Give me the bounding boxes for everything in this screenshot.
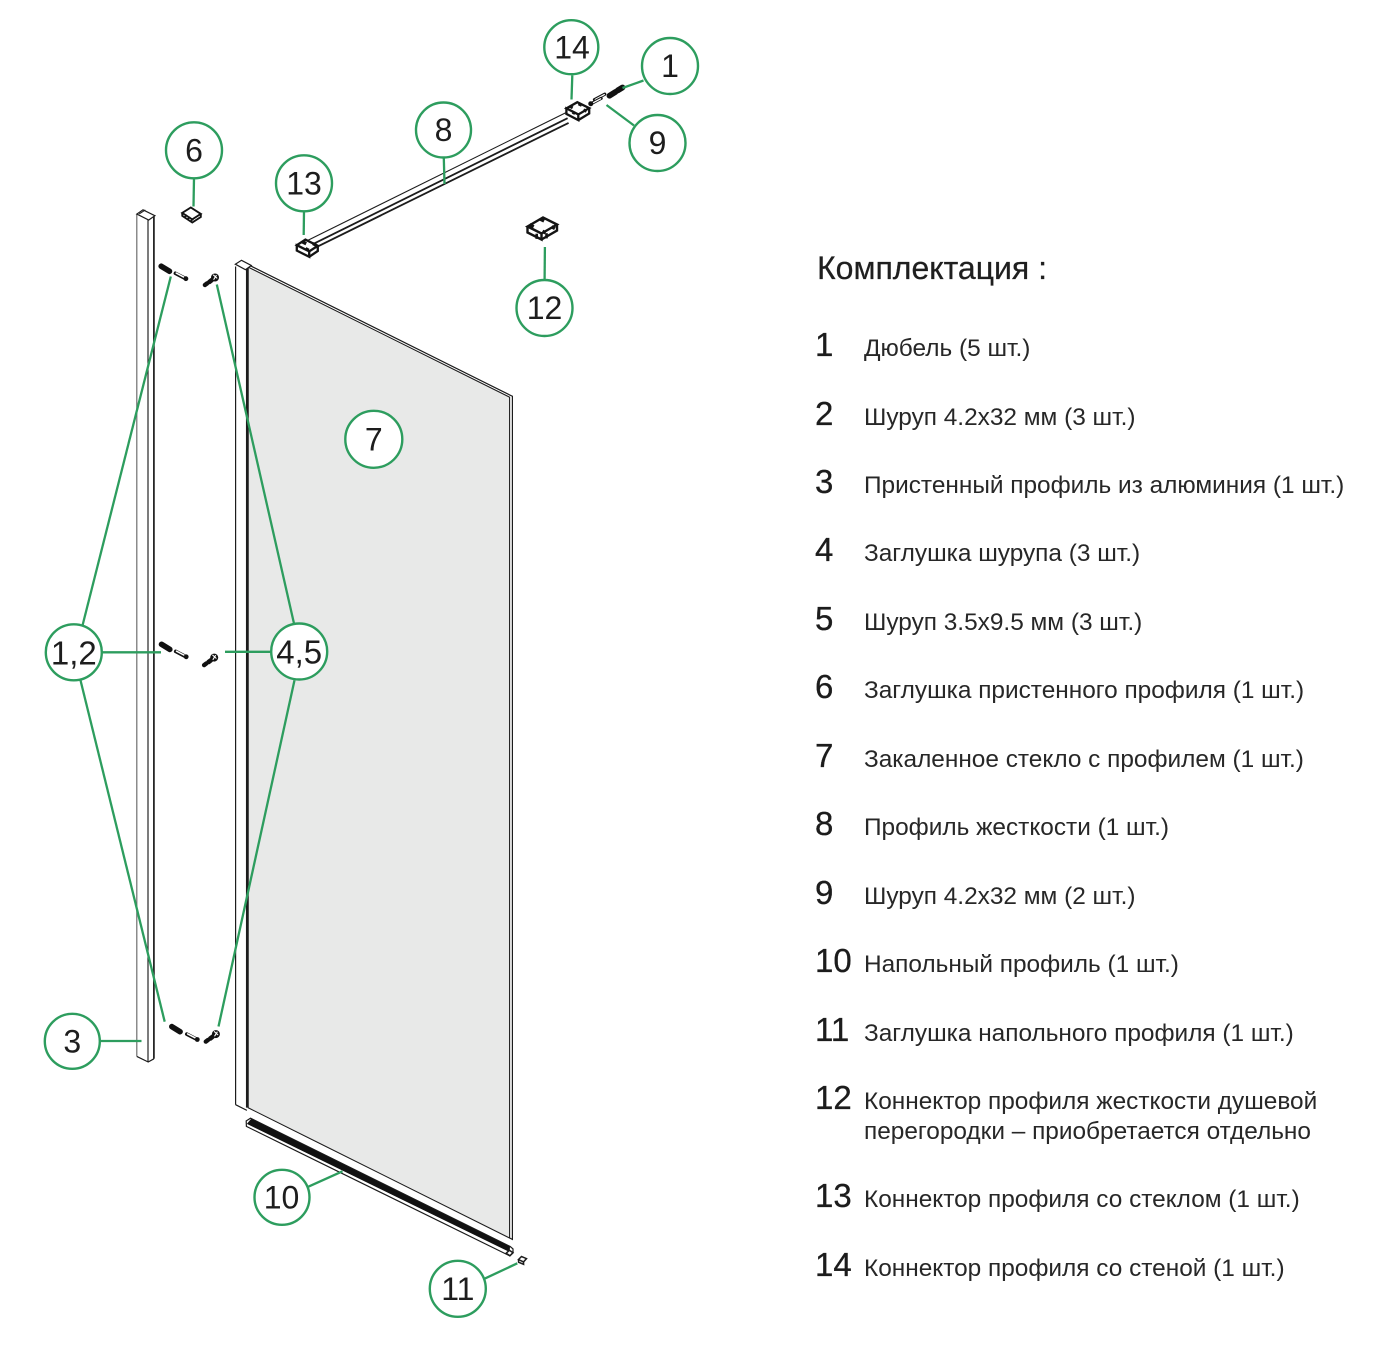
svg-text:12: 12 bbox=[527, 290, 563, 326]
svg-text:7: 7 bbox=[365, 421, 383, 457]
svg-text:4,5: 4,5 bbox=[276, 634, 322, 671]
svg-text:11: 11 bbox=[441, 1271, 474, 1307]
svg-text:1,2: 1,2 bbox=[51, 635, 97, 672]
svg-text:6: 6 bbox=[185, 132, 203, 168]
svg-text:14: 14 bbox=[554, 29, 590, 65]
svg-text:1: 1 bbox=[661, 48, 679, 84]
svg-text:10: 10 bbox=[264, 1179, 300, 1215]
svg-text:13: 13 bbox=[286, 165, 322, 201]
svg-text:9: 9 bbox=[649, 125, 667, 161]
svg-text:8: 8 bbox=[435, 112, 453, 148]
svg-text:3: 3 bbox=[63, 1023, 81, 1059]
